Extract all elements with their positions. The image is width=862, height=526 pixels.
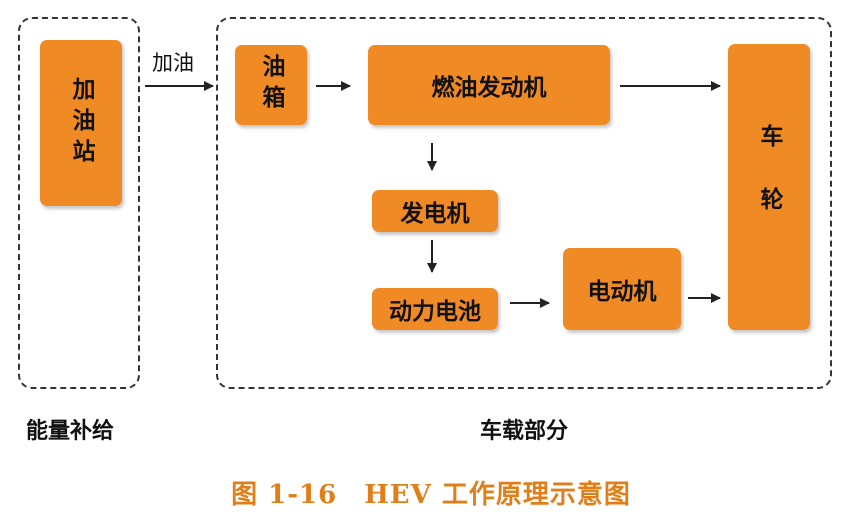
edge-label-refuel: 加油 [152,51,194,75]
node-motor: 电动机 [563,248,681,330]
node-fuel-tank: 油箱 [235,45,307,125]
group-label-energy-supply: 能量补给 [26,419,115,444]
onboard-group [216,17,832,389]
group-label-onboard: 车载部分 [480,419,569,444]
energy-supply-group [18,17,140,389]
node-wheels: 车轮 [728,44,810,330]
node-engine: 燃油发动机 [368,45,610,125]
node-gas-station: 加油站 [40,40,122,206]
node-generator: 发电机 [372,190,498,232]
node-battery: 动力电池 [372,288,498,330]
figure-caption: 图 1-16 HEV 工作原理示意图 [231,480,631,510]
